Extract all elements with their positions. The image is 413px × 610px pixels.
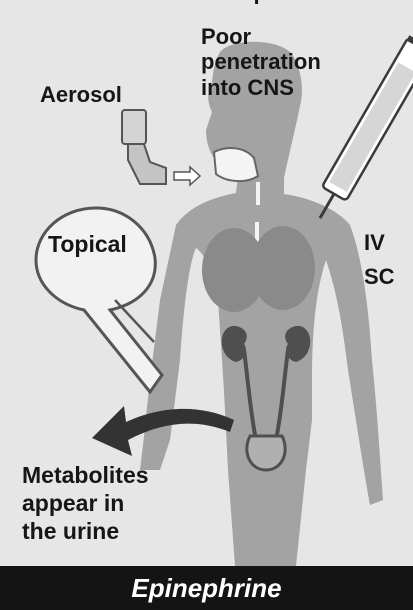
right-lung [251, 226, 315, 310]
inhaler-canister [122, 110, 146, 144]
metabolites-line1: Metabolites [22, 462, 149, 489]
aerosol-label: Aerosol [40, 82, 122, 107]
bladder [247, 436, 285, 470]
footer-title: Epinephrine [131, 573, 281, 604]
metabolites-line3: the urine [22, 518, 119, 545]
human-body-silhouette [140, 42, 383, 566]
footer-banner: Epinephrine [0, 566, 413, 610]
iv-label: IV [364, 230, 385, 255]
top-fragment-text: f [253, 0, 260, 10]
poor-label-line1: Poor [201, 24, 251, 49]
syringe [308, 38, 413, 225]
inhaler-mouthpiece [128, 144, 166, 184]
sc-label: SC [364, 264, 395, 289]
poor-label-line2: penetration [201, 49, 321, 74]
aerosol-arrow [174, 167, 200, 185]
metabolites-line2: appear in [22, 490, 124, 517]
topical-label: Topical [48, 232, 127, 257]
poor-label-line3: into CNS [201, 75, 294, 100]
